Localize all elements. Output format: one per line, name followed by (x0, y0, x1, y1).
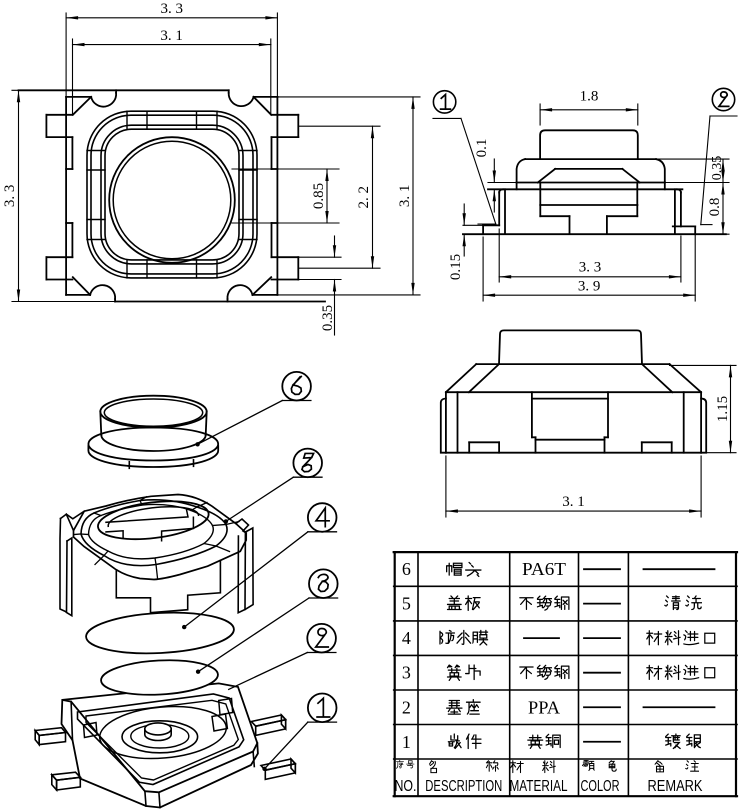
svg-text:4: 4 (402, 628, 411, 648)
svg-text:REMARK: REMARK (648, 778, 703, 795)
svg-text:1.15: 1.15 (715, 396, 731, 422)
svg-text:6: 6 (402, 559, 411, 579)
svg-text:3. 3: 3. 3 (161, 1, 184, 17)
svg-text:0.1: 0.1 (474, 139, 490, 158)
svg-text:NO.: NO. (395, 778, 417, 795)
svg-text:MATERIAL: MATERIAL (510, 778, 568, 795)
svg-text:0.35: 0.35 (320, 305, 336, 331)
svg-text:2. 2: 2. 2 (356, 186, 372, 209)
svg-text:3. 1: 3. 1 (562, 494, 585, 510)
svg-text:3: 3 (402, 663, 411, 683)
svg-text:3. 3: 3. 3 (579, 260, 602, 276)
svg-text:1.8: 1.8 (580, 89, 599, 105)
svg-text:PA6T: PA6T (522, 559, 566, 579)
svg-text:PPA: PPA (528, 697, 560, 717)
svg-text:3. 9: 3. 9 (578, 279, 601, 295)
svg-text:3. 1: 3. 1 (397, 185, 413, 208)
svg-text:0.35: 0.35 (710, 156, 725, 181)
svg-text:DESCRIPTION: DESCRIPTION (425, 778, 502, 795)
svg-text:5: 5 (402, 594, 411, 614)
svg-text:3. 1: 3. 1 (160, 28, 183, 44)
svg-text:3. 3: 3. 3 (2, 185, 18, 208)
svg-text:0.15: 0.15 (448, 254, 464, 280)
svg-text:COLOR: COLOR (581, 778, 620, 795)
svg-text:0.8: 0.8 (707, 198, 723, 217)
svg-text:2: 2 (402, 697, 411, 717)
svg-text:1: 1 (402, 732, 411, 752)
svg-text:0.85: 0.85 (311, 183, 327, 209)
